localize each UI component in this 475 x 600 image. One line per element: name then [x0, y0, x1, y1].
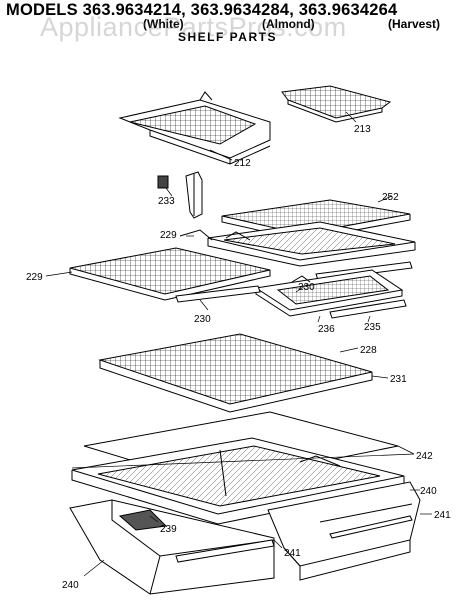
- label-236: 236: [318, 324, 335, 335]
- part-240-drawer-right: [267, 481, 421, 581]
- label-240-right: 240: [420, 486, 437, 497]
- part-212-tray: [118, 91, 271, 165]
- part-right-shelf: [179, 221, 416, 267]
- label-212: 212: [234, 158, 251, 169]
- part-235-trim: [329, 299, 407, 319]
- part-crisper-frame: [71, 437, 405, 525]
- label-230-left: 230: [194, 314, 211, 325]
- label-233: 233: [158, 196, 175, 207]
- label-228: 228: [360, 345, 377, 356]
- label-241-center: 241: [284, 548, 301, 559]
- models-title: MODELS 363.9634214, 363.9634284, 363.963…: [6, 1, 398, 19]
- label-240-left: 240: [62, 580, 79, 591]
- part-233-clip: [157, 171, 203, 219]
- watermark: AppliancePartsPros.com: [40, 12, 347, 42]
- label-229-left: 229: [26, 272, 43, 283]
- label-242: 242: [416, 451, 433, 462]
- label-231: 231: [390, 374, 407, 385]
- section-subtitle: SHELF PARTS: [178, 30, 277, 44]
- variant-white: (White): [143, 17, 184, 31]
- variant-almond: (Almond): [262, 17, 315, 31]
- part-213-rack: [281, 85, 392, 123]
- label-230-right: 230: [298, 282, 315, 293]
- part-240-drawer-left: [69, 499, 275, 595]
- label-213: 213: [354, 124, 371, 135]
- header: MODELS 363.9634214, 363.9634284, 363.963…: [0, 0, 475, 46]
- label-239: 239: [160, 524, 177, 535]
- label-235: 235: [364, 322, 381, 333]
- variant-harvest: (Harvest): [388, 17, 441, 31]
- label-229-right: 229: [160, 230, 177, 241]
- label-252: 252: [382, 192, 399, 203]
- part-230-trim-left: [175, 285, 261, 303]
- label-241-right: 241: [434, 510, 451, 521]
- part-228-large-shelf: [98, 333, 373, 413]
- part-labels: 212 213 233 252 229 229 230 230 236 235 …: [26, 124, 451, 591]
